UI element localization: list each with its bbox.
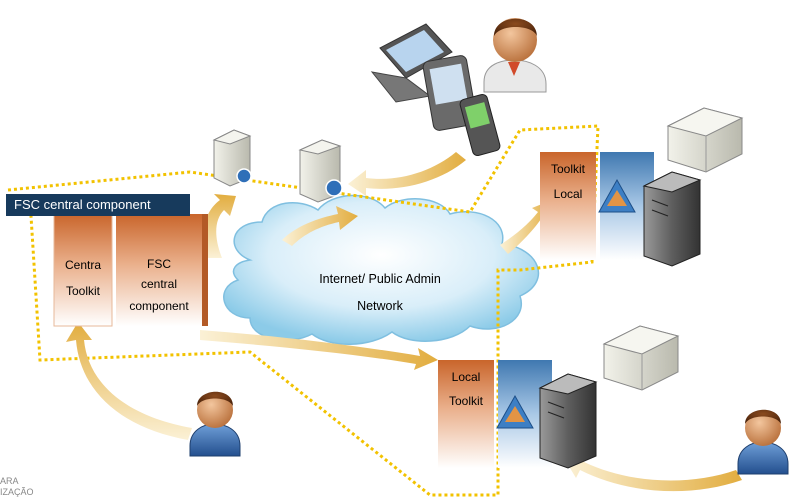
logo-text-line1: ARA (0, 476, 19, 486)
fsc-label-line3: component (129, 299, 189, 313)
site-bottom-label-line2: Toolkit (448, 394, 483, 408)
fsc-label-line1: FSC (147, 257, 171, 271)
tower-server-icon (642, 171, 702, 267)
network-label-line2: Network (357, 299, 403, 313)
dotted-border-central (7, 124, 600, 497)
firewall-icon (598, 178, 636, 213)
site-top-label-line1: Toolkit (550, 162, 585, 176)
fsc-central-component-box (116, 214, 208, 326)
laptop-icon (370, 23, 453, 103)
firewall-icon (496, 394, 534, 429)
arrow-icon (66, 152, 742, 492)
cloud-icon (223, 194, 540, 345)
fsc-central-component-tag: FSC central component (6, 194, 190, 216)
site-bottom-label-line1: Local (451, 370, 481, 384)
site-top-label-line2: Local (553, 187, 583, 201)
centra-toolkit-label-line2: Toolkit (65, 284, 100, 298)
fsc-label-line2: central (140, 277, 178, 291)
user-icon (189, 391, 241, 457)
centra-toolkit-label-line1: Centra (64, 258, 102, 272)
user-icon (483, 18, 547, 93)
server-icon (666, 107, 744, 173)
user-icon (737, 409, 789, 475)
server-icon (212, 129, 252, 187)
server-icon (602, 325, 680, 391)
tower-server-icon (538, 373, 598, 469)
network-label-line1: Internet/ Public Admin (319, 272, 441, 286)
logo-text-line2: IZAÇÃO (0, 487, 34, 497)
server-icon (298, 139, 343, 203)
mobile-phone-icon (459, 93, 501, 157)
